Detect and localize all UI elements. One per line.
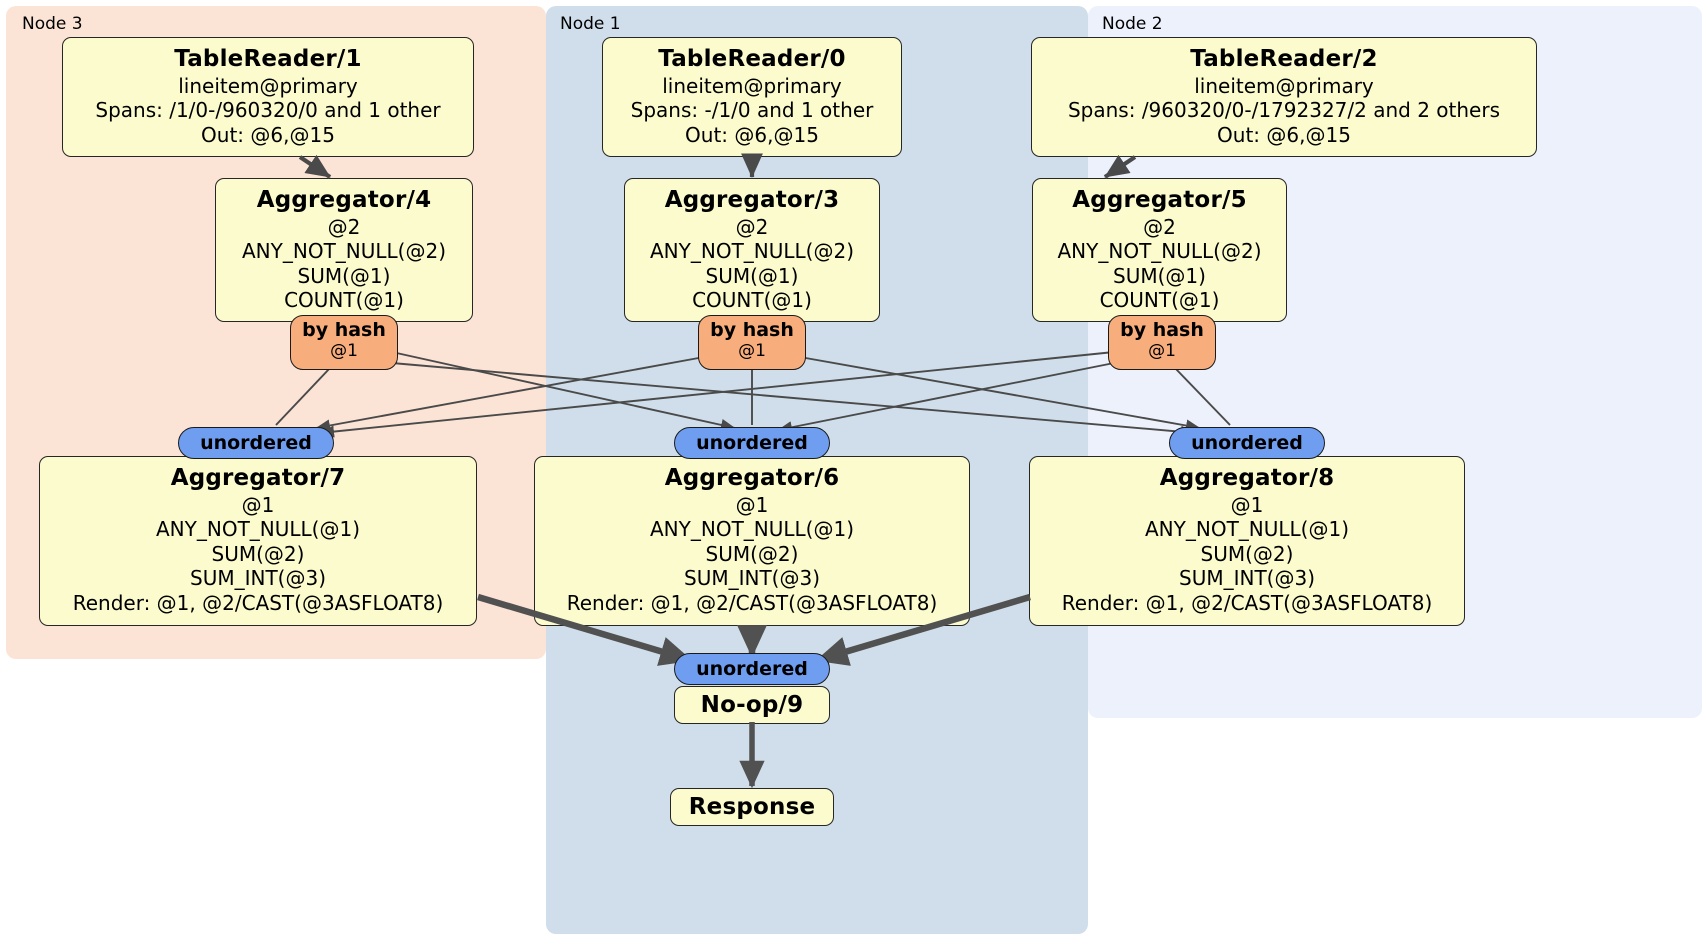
node-line: SUM(@1) <box>297 263 391 288</box>
node-line: ANY_NOT_NULL(@2) <box>242 239 446 264</box>
node-line: Render: @1, @2/CAST(@3ASFLOAT8) <box>566 590 938 615</box>
node-line: Render: @1, @2/CAST(@3ASFLOAT8) <box>1061 590 1433 615</box>
node-line: @2 <box>735 215 769 240</box>
node-line: ANY_NOT_NULL(@1) <box>156 517 360 542</box>
node-line: SUM_INT(@3) <box>1179 566 1315 591</box>
badge-unordered-left[interactable]: unordered <box>178 427 334 459</box>
node-response[interactable]: Response <box>670 788 834 826</box>
cluster-label-node-2: Node 2 <box>1102 14 1163 34</box>
cluster-label-node-3: Node 3 <box>22 14 83 34</box>
node-noop9[interactable]: No-op/9 <box>674 686 830 724</box>
node-line: lineitem@primary <box>178 74 358 99</box>
node-line: SUM(@1) <box>705 263 799 288</box>
node-line: SUM(@2) <box>705 541 799 566</box>
node-line: SUM_INT(@3) <box>684 566 820 591</box>
badge-label: by hash <box>1120 319 1204 341</box>
node-line: SUM(@2) <box>1200 541 1294 566</box>
node-title: Aggregator/5 <box>1072 187 1247 213</box>
cluster-label-node-1: Node 1 <box>560 14 621 34</box>
node-line: COUNT(@1) <box>1099 288 1220 313</box>
node-line: lineitem@primary <box>1194 74 1374 99</box>
node-line: SUM_INT(@3) <box>190 566 326 591</box>
node-line: ANY_NOT_NULL(@1) <box>650 517 854 542</box>
node-tablereader1[interactable]: TableReader/1 lineitem@primary Spans: /1… <box>62 37 474 157</box>
badge-by-hash-left[interactable]: by hash @1 <box>290 315 398 370</box>
node-title: Aggregator/4 <box>256 187 432 213</box>
node-line: ANY_NOT_NULL(@2) <box>1057 239 1262 264</box>
node-line: COUNT(@1) <box>692 288 812 313</box>
node-tablereader2[interactable]: TableReader/2 lineitem@primary Spans: /9… <box>1031 37 1537 157</box>
node-line: @2 <box>327 215 361 240</box>
node-line: Out: @6,@15 <box>1217 122 1351 147</box>
badge-sublabel: @1 <box>738 340 766 361</box>
node-aggregator8[interactable]: Aggregator/8 @1 ANY_NOT_NULL(@1) SUM(@2)… <box>1029 456 1465 626</box>
node-title: TableReader/2 <box>1190 46 1378 72</box>
node-title: Aggregator/3 <box>664 187 840 213</box>
node-aggregator4[interactable]: Aggregator/4 @2 ANY_NOT_NULL(@2) SUM(@1)… <box>215 178 473 322</box>
node-title: Aggregator/6 <box>664 465 840 491</box>
node-line: Spans: /960320/0-/1792327/2 and 2 others <box>1067 98 1500 123</box>
node-aggregator5[interactable]: Aggregator/5 @2 ANY_NOT_NULL(@2) SUM(@1)… <box>1032 178 1287 322</box>
node-line: Spans: -/1/0 and 1 other <box>630 98 874 123</box>
badge-label: by hash <box>302 319 386 341</box>
node-line: Out: @6,@15 <box>201 122 335 147</box>
node-title: Response <box>688 793 816 820</box>
node-line: @1 <box>1230 493 1264 518</box>
node-title: Aggregator/7 <box>170 465 346 491</box>
node-line: Spans: /1/0-/960320/0 and 1 other <box>95 98 441 123</box>
node-title: No-op/9 <box>700 691 804 718</box>
node-line: @1 <box>735 493 769 518</box>
node-title: TableReader/0 <box>658 46 846 72</box>
node-line: ANY_NOT_NULL(@1) <box>1145 517 1349 542</box>
node-title: Aggregator/8 <box>1159 465 1335 491</box>
node-tablereader0[interactable]: TableReader/0 lineitem@primary Spans: -/… <box>602 37 902 157</box>
node-line: @2 <box>1143 215 1176 240</box>
badge-by-hash-right[interactable]: by hash @1 <box>1108 315 1216 370</box>
badge-unordered-final[interactable]: unordered <box>674 653 830 685</box>
node-line: ANY_NOT_NULL(@2) <box>650 239 854 264</box>
badge-unordered-mid[interactable]: unordered <box>674 427 830 459</box>
node-line: @1 <box>241 493 275 518</box>
badge-by-hash-mid[interactable]: by hash @1 <box>698 315 806 370</box>
node-line: COUNT(@1) <box>284 288 404 313</box>
node-line: Render: @1, @2/CAST(@3ASFLOAT8) <box>72 590 444 615</box>
badge-sublabel: @1 <box>1148 340 1176 361</box>
badge-label: by hash <box>710 319 794 341</box>
node-line: SUM(@1) <box>1113 263 1206 288</box>
badge-unordered-right[interactable]: unordered <box>1169 427 1325 459</box>
node-aggregator6[interactable]: Aggregator/6 @1 ANY_NOT_NULL(@1) SUM(@2)… <box>534 456 970 626</box>
node-line: lineitem@primary <box>662 74 842 99</box>
node-aggregator3[interactable]: Aggregator/3 @2 ANY_NOT_NULL(@2) SUM(@1)… <box>624 178 880 322</box>
node-line: SUM(@2) <box>211 541 305 566</box>
node-aggregator7[interactable]: Aggregator/7 @1 ANY_NOT_NULL(@1) SUM(@2)… <box>39 456 477 626</box>
node-title: TableReader/1 <box>174 46 362 72</box>
badge-sublabel: @1 <box>330 340 358 361</box>
node-line: Out: @6,@15 <box>685 122 819 147</box>
